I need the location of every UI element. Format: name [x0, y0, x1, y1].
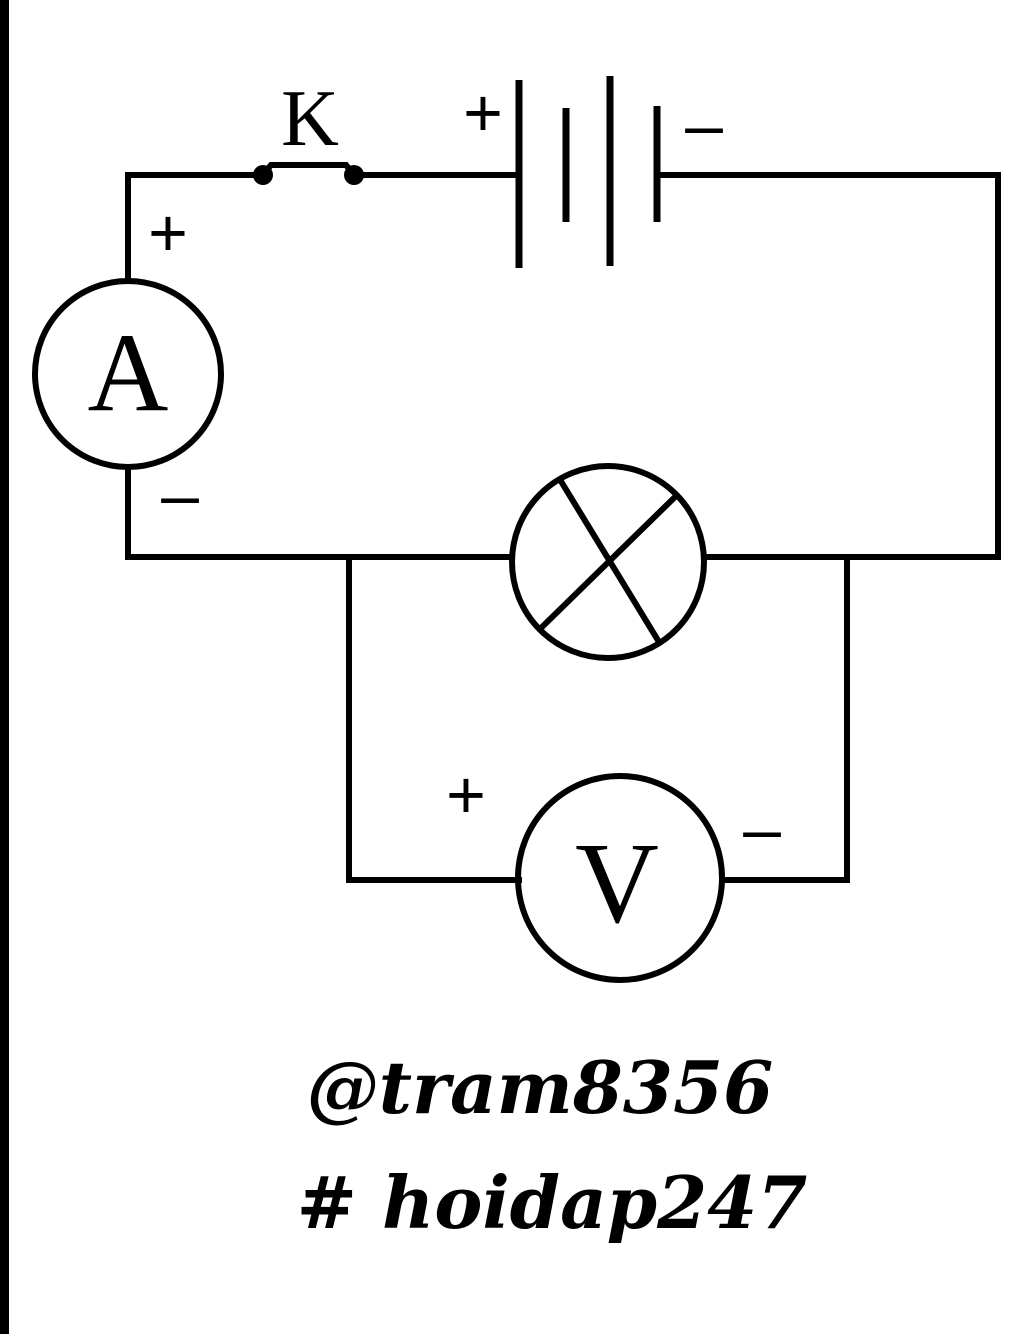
lamp-circle [509, 463, 707, 661]
wire-right-loop [654, 172, 1001, 560]
watermark-handle: @tram8356 [307, 1045, 773, 1130]
watermark-site: # hoidap247 [297, 1160, 808, 1245]
switch-label: K [281, 75, 339, 163]
wire-voltmeter-left [346, 554, 522, 883]
switch-terminal-right [344, 165, 364, 185]
voltmeter-label: V [575, 820, 659, 948]
watermark: @tram8356 # hoidap247 [297, 1045, 808, 1245]
wire-voltmeter-right [719, 554, 850, 883]
ammeter-label: A [88, 311, 169, 435]
battery-plus-sign: + [463, 75, 503, 151]
voltmeter-plus-sign: + [446, 757, 486, 833]
lamp-cross-2 [538, 493, 679, 631]
wire-left-top [125, 172, 266, 282]
ammeter-circle [32, 278, 224, 470]
switch-terminal-left [253, 165, 273, 185]
ammeter: A + – [32, 195, 224, 533]
main-loop-wires [125, 172, 1001, 560]
voltmeter-branch [346, 554, 850, 883]
lamp [509, 463, 707, 661]
ammeter-minus-sign: – [161, 457, 199, 533]
wire-left-bottom [125, 466, 513, 560]
voltmeter-minus-sign: – [743, 791, 781, 867]
ammeter-plus-sign: + [148, 195, 188, 271]
voltmeter: V + – [446, 757, 781, 983]
left-border [0, 0, 9, 1334]
switch-contact [260, 162, 357, 177]
battery-minus-sign: – [685, 87, 723, 163]
voltmeter-circle [515, 773, 725, 983]
switch-k: K [253, 75, 364, 185]
battery: + – [463, 75, 723, 268]
